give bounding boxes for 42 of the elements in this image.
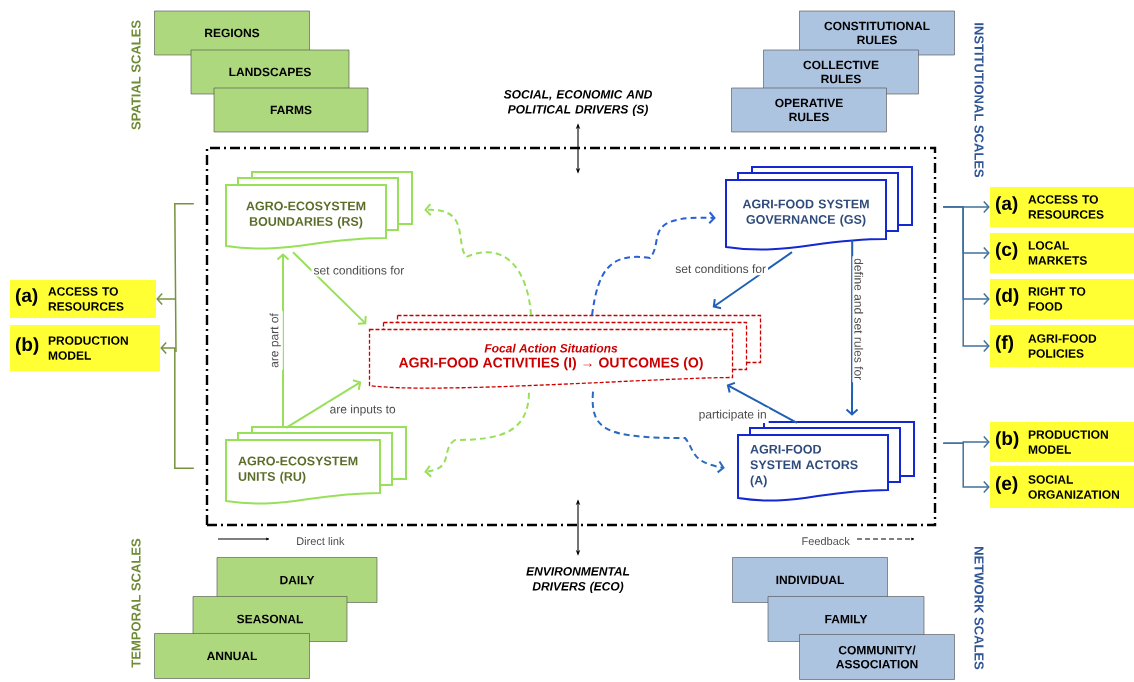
scale-box: INDIVIDUAL [732,557,888,603]
edge-label: set conditions for [673,262,768,276]
document-stack: AGRO-ECOSYSTEM BOUNDARIES (RS) [225,171,413,250]
document-stack: AGRI-FOOD SYSTEM ACTORS (A) [737,421,915,502]
arrow [160,341,195,469]
scale-box: REGIONS [154,10,310,56]
outcome-box: (f) AGRI-FOOD POLICIES [990,325,1134,367]
scale-box: ANNUAL [154,633,310,679]
arrow [591,211,716,317]
scale-box: OPERATIVE RULES [731,87,887,133]
edge-label: are part of [267,311,283,370]
scale-box: COMMUNITY/ ASSOCIATION [799,634,955,680]
edge-label: set conditions for [311,263,407,277]
legend-item: Direct link [217,536,345,546]
scale-label: NETWORK SCALES [974,547,984,670]
arrow [712,251,793,310]
arrow [845,239,859,416]
scale-box: FARMS [213,87,369,133]
driver-label: SOCIAL, ECONOMIC AND POLITICAL DRIVERS (S) [503,90,652,116]
system-boundary [205,146,937,527]
edge-label: define and set rules for [852,256,866,383]
legend-item: Feedback [802,536,915,546]
scale-label: SPATIAL SCALES [131,20,141,130]
arrow [285,379,362,429]
arrow [276,253,290,429]
arrow [156,203,195,353]
arrow [726,381,798,424]
scale-box: CONSTITUTIONAL RULES [799,10,955,56]
arrow [424,203,532,317]
edge-label: participate in [696,407,769,423]
driver-label: ENVIRONMENTAL DRIVERS (ECO) [526,567,630,593]
arrow [424,391,530,478]
arrow [292,251,367,325]
arrow [591,390,725,474]
scale-label: TEMPORAL SCALES [131,538,141,668]
edge-label: are inputs to [327,402,398,418]
scale-label: INSTITUTIONAL SCALES [974,23,984,178]
focal-situation-stack: Focal Action Situations AGRI-FOOD ACTIVITIES (I) → OUTCOMES (O) [368,314,762,389]
arrow [942,442,990,494]
arrow [942,206,990,353]
document-stack: AGRI-FOOD SYSTEM GOVERNANCE (GS) [725,166,913,251]
document-stack: AGRO-ECOSYSTEM UNITS (RU) [225,426,407,505]
